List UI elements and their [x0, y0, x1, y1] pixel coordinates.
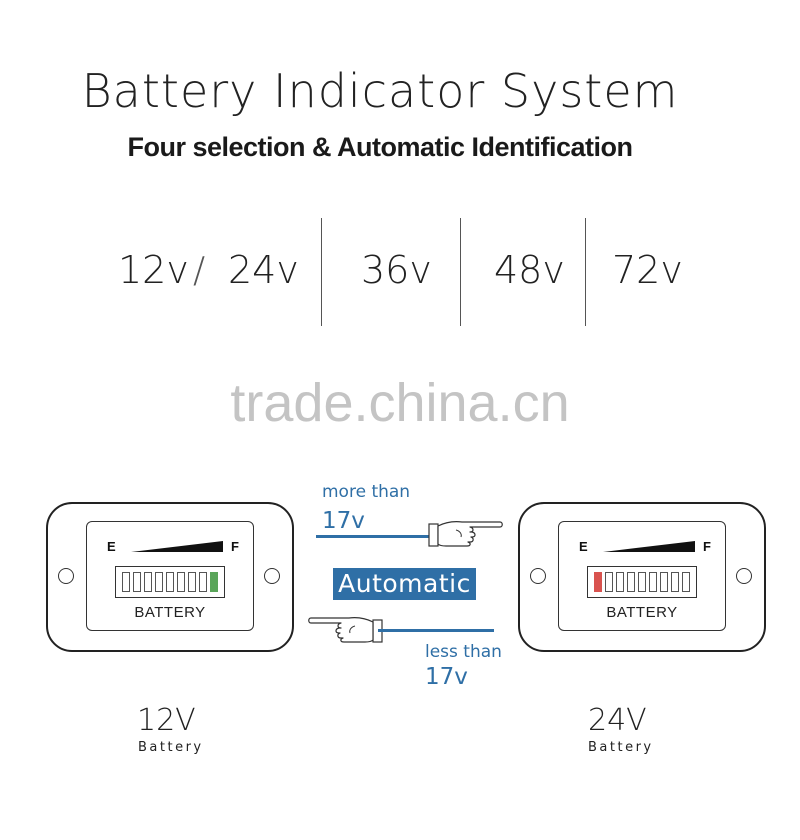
led-segment: [638, 572, 646, 592]
mount-hole: [264, 568, 280, 584]
led-segment: [199, 572, 207, 592]
led-segment: [627, 572, 635, 592]
segment-display: [587, 566, 697, 598]
mount-hole: [58, 568, 74, 584]
gauge-face: E F BATTERY: [558, 521, 726, 631]
segment-display: [115, 566, 225, 598]
mount-hole: [736, 568, 752, 584]
level-wedge-icon: [603, 541, 695, 552]
watermark: trade.china.cn: [230, 373, 570, 433]
battery-label: BATTERY: [134, 604, 206, 621]
pointing-hand-right-icon: [428, 521, 503, 547]
flow-line-bottom: [378, 629, 494, 632]
led-segment: [616, 572, 624, 592]
automatic-badge: Automatic: [333, 568, 476, 600]
led-segment: [144, 572, 152, 592]
less-than-label: less than: [425, 642, 502, 662]
led-segment: [177, 572, 185, 592]
led-segment: [166, 572, 174, 592]
voltage-divider: [585, 218, 586, 326]
voltage-divider: [321, 218, 322, 326]
led-segment: [188, 572, 196, 592]
led-segment: [682, 572, 690, 592]
voltage-option-12v: 12v: [118, 248, 189, 292]
led-segment: [671, 572, 679, 592]
voltage-option-72v: 72v: [612, 248, 683, 292]
led-segment: [649, 572, 657, 592]
battery-label: BATTERY: [606, 604, 678, 621]
battery-gauge-24v: E F BATTERY: [518, 502, 766, 652]
more-than-label: more than: [322, 482, 411, 502]
caption-battery-12v: Battery: [138, 740, 204, 755]
pointing-hand-left-icon: [308, 617, 383, 643]
led-segment: [605, 572, 613, 592]
voltage-divider: [460, 218, 461, 326]
full-label: F: [703, 539, 711, 554]
full-label: F: [231, 539, 239, 554]
gauge-face: E F BATTERY: [86, 521, 254, 631]
led-segment: [660, 572, 668, 592]
caption-voltage-24v: 24V: [588, 703, 647, 738]
voltage-option-36v: 36v: [361, 248, 432, 292]
led-segment: [594, 572, 602, 592]
flow-line-top: [316, 535, 432, 538]
voltage-separator: /: [193, 250, 206, 291]
led-segment: [210, 572, 218, 592]
empty-label: E: [579, 539, 588, 554]
mount-hole: [530, 568, 546, 584]
led-segment: [133, 572, 141, 592]
voltage-option-24v: 24v: [228, 248, 299, 292]
less-than-value: 17v: [425, 664, 468, 690]
caption-voltage-12v: 12V: [137, 703, 196, 738]
level-wedge-icon: [131, 541, 223, 552]
empty-label: E: [107, 539, 116, 554]
battery-gauge-12v: E F BATTERY: [46, 502, 294, 652]
page-subtitle: Four selection & Automatic Identificatio…: [127, 132, 633, 162]
more-than-value: 17v: [322, 508, 365, 534]
led-segment: [122, 572, 130, 592]
caption-battery-24v: Battery: [588, 740, 654, 755]
page-title: Battery Indicator System: [81, 64, 679, 118]
led-segment: [155, 572, 163, 592]
voltage-option-48v: 48v: [494, 248, 565, 292]
